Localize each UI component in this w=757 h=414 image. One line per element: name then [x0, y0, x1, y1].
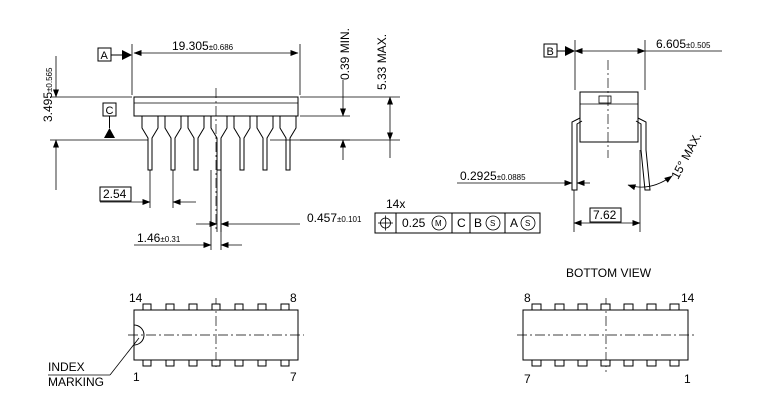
pin-14-label: 14 — [129, 291, 143, 305]
tolerance-frame: 0.25 M C B S A S — [374, 212, 541, 234]
top-pins-upper — [142, 303, 290, 311]
top-pins-lower — [142, 359, 290, 367]
svg-text:S: S — [490, 219, 495, 228]
front-view: A 19.305±0.686 C 3.495±0.565 0.39 MIN. 5… — [41, 28, 541, 250]
index-label-2: MARKING — [48, 375, 104, 389]
datum-a-label: A — [101, 50, 109, 62]
front-leads — [141, 116, 297, 171]
datum-c-label: C — [106, 105, 114, 117]
index-label-1: INDEX — [48, 360, 85, 374]
bottom-pin-7-label: 7 — [524, 372, 531, 386]
svg-text:S: S — [525, 219, 530, 228]
svg-text:B: B — [474, 216, 482, 230]
dim-seated-height: 5.33 MAX. — [375, 34, 389, 90]
dim-height: 3.495±0.565 — [41, 67, 55, 122]
pin-8-label: 8 — [290, 291, 297, 305]
datum-b-label: B — [547, 46, 554, 58]
dim-pitch: 2.54 — [103, 187, 127, 201]
bottom-body — [522, 309, 689, 361]
bottom-pin-14-label: 14 — [681, 291, 695, 305]
index-notch — [133, 324, 145, 346]
datum-b-marker — [565, 46, 575, 56]
rfs-icon-a — [520, 215, 536, 231]
end-view: B 6.605±0.505 0.2925±0.0885 7.62 15° MAX… — [457, 37, 722, 232]
svg-text:M: M — [435, 219, 442, 228]
dim-standoff: 0.39 MIN. — [338, 28, 352, 80]
pin-1-label: 1 — [133, 370, 140, 384]
bottom-pins-lower — [531, 359, 680, 367]
svg-text:A: A — [510, 216, 518, 230]
tolerance-count: 14x — [386, 197, 405, 211]
dim-lead-width: 1.46±0.31 — [137, 231, 181, 245]
dim-lead-small: 0.457±0.101 — [307, 211, 362, 225]
bottom-pin-8-label: 8 — [524, 291, 531, 305]
rfs-icon-b — [485, 215, 501, 231]
top-view: 14 8 1 7 INDEX MARKING — [48, 291, 304, 389]
datum-a-marker — [122, 50, 132, 60]
svg-text:0.25: 0.25 — [402, 216, 426, 230]
bottom-pins-upper — [531, 303, 680, 311]
bottom-view-title: BOTTOM VIEW — [566, 266, 652, 280]
dim-thickness: 0.2925±0.0885 — [460, 169, 526, 183]
bottom-view: BOTTOM VIEW 8 14 7 1 — [517, 266, 695, 386]
svg-text:C: C — [457, 216, 466, 230]
dim-row-spacing: 7.62 — [593, 208, 617, 222]
mmc-icon — [431, 215, 447, 231]
end-body — [579, 91, 639, 143]
dim-angle: 15° MAX. — [668, 130, 704, 181]
datum-c-marker — [104, 128, 115, 138]
dim-length: 19.305±0.686 — [172, 39, 234, 53]
pin-7-label: 7 — [290, 370, 297, 384]
dim-width: 6.605±0.505 — [656, 37, 711, 51]
bottom-pin-1-label: 1 — [684, 372, 691, 386]
